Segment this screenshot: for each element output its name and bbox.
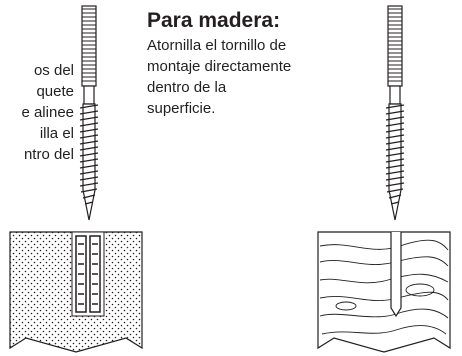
wood-instructions: Para madera: Atornilla el tornillo de mo… <box>147 8 367 119</box>
instruction-line: superficie. <box>147 100 216 117</box>
instruction-line: illa el <box>39 125 74 142</box>
hanger-bolt-right-icon <box>385 5 405 221</box>
wall-anchor-icon <box>75 235 101 313</box>
wood-heading: Para madera: <box>147 9 281 32</box>
instruction-line: montaje directamente <box>147 58 292 75</box>
wood-block-figure <box>317 231 451 353</box>
instruction-line: Atornilla el tornillo de <box>147 37 287 54</box>
instruction-line: ntro del <box>23 146 74 163</box>
drywall-instructions-text: os del quete e alinee illa el ntro del <box>0 60 74 165</box>
instruction-line: quete <box>36 83 74 100</box>
instruction-line: os del <box>33 62 74 79</box>
instruction-line: dentro de la <box>147 79 227 96</box>
hanger-bolt-left-icon <box>79 5 99 221</box>
instruction-line: e alinee <box>21 104 74 121</box>
